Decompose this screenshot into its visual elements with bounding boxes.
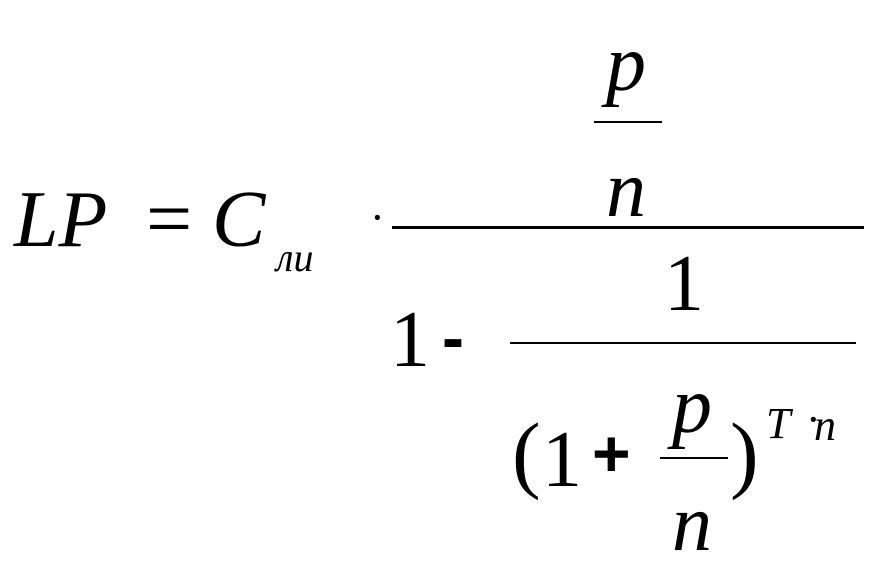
multiply-dot: · <box>370 193 385 242</box>
open-paren: ( <box>512 405 541 501</box>
main-fraction-bar <box>392 226 864 229</box>
inner-one: 1 <box>542 416 582 504</box>
exponent-t: T <box>766 399 791 448</box>
denominator-one: 1 <box>390 296 430 384</box>
lhs-lp: LP <box>14 176 108 264</box>
plus-sign: + <box>592 416 631 490</box>
numerator-p: p <box>606 20 646 108</box>
exponent-dot: · <box>806 395 821 444</box>
inner-fraction-bar <box>510 342 856 344</box>
equals-sign: = <box>146 173 193 264</box>
rate-fraction-bar <box>660 457 728 459</box>
inner-numerator-one: 1 <box>664 240 704 328</box>
exponent-n: n <box>814 401 836 450</box>
rate-fraction-p: p <box>672 362 712 450</box>
close-paren: ) <box>730 405 759 501</box>
minus-sign: - <box>442 300 464 374</box>
coef-subscript: ли <box>276 235 314 280</box>
numerator-n: n <box>606 146 646 234</box>
numerator-fraction-bar <box>594 121 662 123</box>
coef-c: C <box>212 176 266 264</box>
rate-fraction-n: n <box>672 480 712 568</box>
